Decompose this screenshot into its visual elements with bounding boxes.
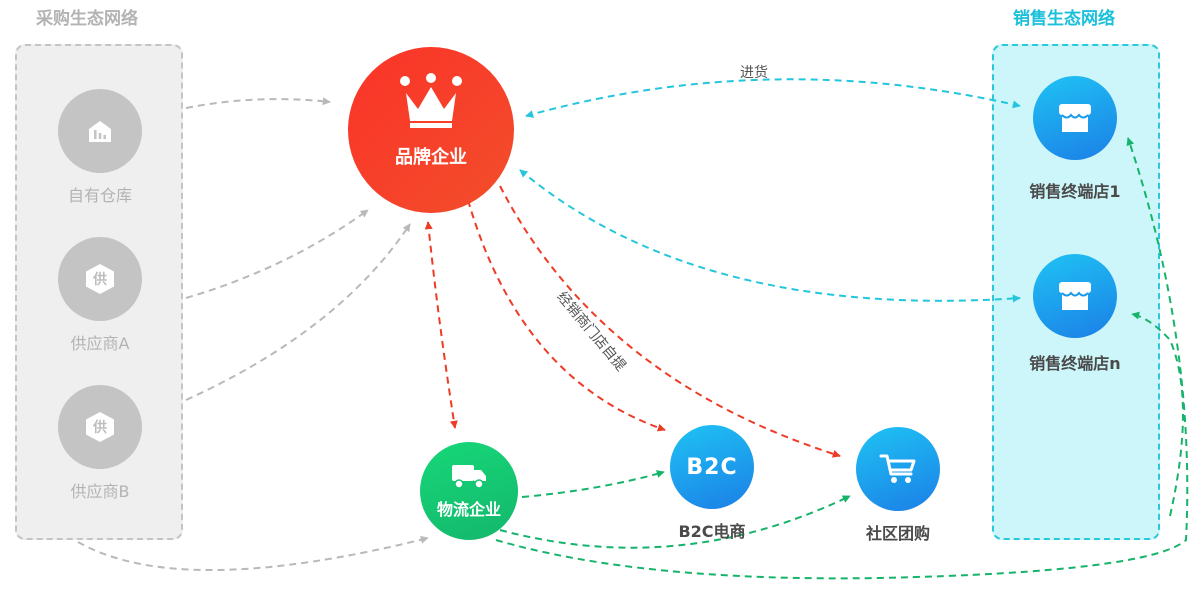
arrow-brand-storen-bidirectional (519, 169, 1021, 303)
brand-enterprise-node[interactable]: 品牌企业 (348, 47, 514, 213)
b2c-ecommerce-label: B2C电商 (678, 522, 746, 541)
arrow-supplier-a-to-brand (185, 209, 369, 299)
arrow-logistics-to-community (499, 495, 851, 549)
arrow-logistics-to-storen (1131, 311, 1184, 517)
store-icon (1059, 282, 1091, 310)
arrow-brand-to-b2c (467, 199, 666, 432)
supplier-b-label: 供应商B (70, 482, 130, 501)
supplier-a-label: 供应商A (70, 334, 130, 353)
logistics-enterprise-node[interactable]: 物流企业 (420, 442, 518, 540)
edge-label-restock: 进货 (740, 65, 768, 81)
b2c-ecommerce-node[interactable]: B2C (670, 425, 754, 509)
supplier-a-node[interactable]: 供 (58, 237, 142, 321)
cart-icon (879, 454, 916, 483)
sales-store-n-node[interactable] (1033, 254, 1117, 338)
truck-icon (452, 465, 486, 489)
own-warehouse-label: 自有仓库 (67, 186, 133, 205)
arrow-warehouse-to-brand (185, 97, 331, 109)
own-warehouse-node[interactable] (58, 89, 142, 173)
supplier-hex-icon: 供 (86, 264, 114, 294)
sales-panel-title: 销售生态网络 (1013, 9, 1115, 29)
sales-store-1-node[interactable] (1033, 76, 1117, 160)
arrow-brand-store1-bidirectional (525, 78, 1021, 118)
supplier-b-node[interactable]: 供 (58, 385, 142, 469)
community-groupbuy-label: 社区团购 (865, 524, 931, 543)
arrow-brand-logistics-bidirectional (424, 221, 458, 429)
arrow-procurement-to-logistics (77, 535, 429, 571)
community-groupbuy-node[interactable] (856, 427, 940, 511)
arrow-logistics-to-b2c (521, 470, 665, 498)
sales-store-1-label: 销售终端店1 (1029, 182, 1121, 201)
arrow-supplier-b-to-brand (185, 223, 411, 401)
crown-icon (400, 73, 462, 128)
logistics-enterprise-label: 物流企业 (436, 500, 501, 519)
sales-store-n-label: 销售终端店n (1029, 354, 1121, 373)
warehouse-icon (89, 121, 111, 142)
brand-enterprise-label: 品牌企业 (395, 147, 467, 168)
store-icon (1059, 104, 1091, 132)
procurement-panel-title: 采购生态网络 (36, 9, 138, 29)
arrow-brand-to-community (499, 185, 841, 458)
supplier-hex-icon: 供 (86, 412, 114, 442)
b2c-logo-text: B2C (686, 454, 738, 480)
